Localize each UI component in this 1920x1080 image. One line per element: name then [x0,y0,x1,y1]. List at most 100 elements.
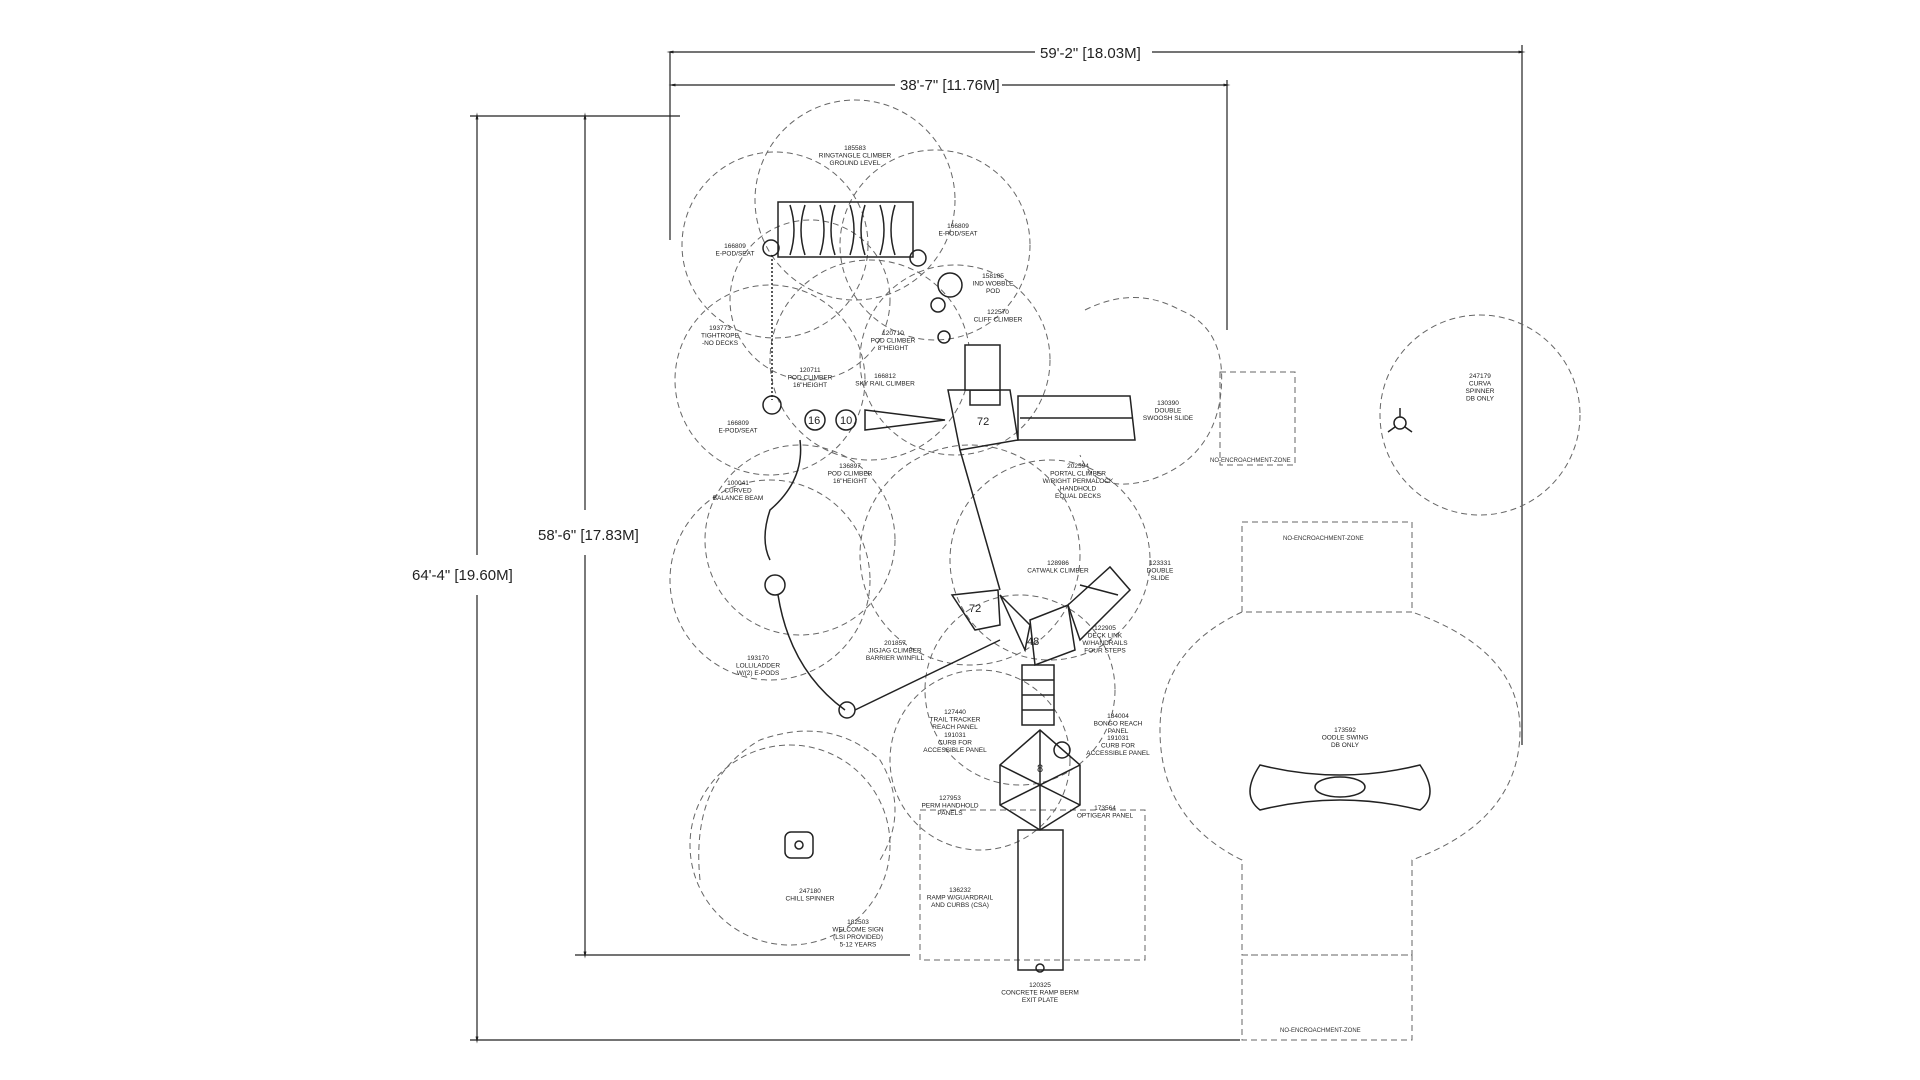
component-label-line: 120711 [799,367,821,374]
no-encroachment-zone-label-3: NO-ENCROACHMENT-ZONE [1280,1028,1361,1034]
component-label-line: OPTIGEAR PANEL [1077,813,1134,820]
component-label-line: SLIDE [1151,575,1170,582]
component-label-line: DOUBLE [1147,568,1174,575]
component-label-line: 136232 [949,887,971,894]
component-label-line: FOUR STEPS [1084,648,1126,655]
component-label-line: GROUND LEVEL [830,160,881,167]
component-label-line: -NO DECKS [702,340,739,347]
component-label-line: CHILL SPINNER [786,896,835,903]
component-label-line: IND WOBBLE [973,281,1014,288]
component-label-line: CONCRETE RAMP BERM [1001,990,1079,997]
component-label-line: JIGJAG CLIMBER [868,648,922,655]
component-label-line: PANEL [1108,728,1129,735]
component-label-line: ACCESSIBLE PANEL [1086,750,1150,757]
component-label-line: OODLE SWING [1322,735,1369,742]
component-label-line: E-POD/SEAT [939,231,978,238]
component-label-line: 193773 [709,325,731,332]
component-label-line: CURB FOR [938,740,972,747]
component-label-line: BONGO REACH [1094,721,1143,728]
component-label-line: BALANCE BEAM [713,495,764,502]
component-label-line: EQUAL DECKS [1055,493,1102,500]
component-label-line: 120325 [1029,982,1051,989]
component-label-line: HANDHOLD [1060,486,1097,493]
component-label-line: E-POD/SEAT [719,428,758,435]
component-label-line: 182503 [847,919,869,926]
component-label-line: POD [986,288,1000,295]
component-label-line: SWOOSH SLIDE [1143,415,1194,422]
component-label-line: 173592 [1334,727,1356,734]
no-encroachment-zone-shapes [919,371,1521,1041]
component-label-line: CLIFF CLIMBER [974,317,1023,324]
component-label-line: DECK LINK [1088,633,1123,640]
component-label-line: ACCESSIBLE PANEL [923,747,987,754]
component-label-line: PORTAL CLIMBER [1050,471,1106,478]
component-label-line: (LSI PROVIDED) [833,934,883,941]
component-label-line: 136897 [839,463,861,470]
deck-height-lower: 8 [1037,763,1043,775]
deck-height-pod-a: 16 [808,415,820,427]
component-label-line: CURVED [724,488,752,495]
component-label-line: 173564 [1094,805,1116,812]
component-label-line: 202594 [1067,463,1089,470]
component-label-line: 128986 [1047,560,1069,567]
component-label-line: W/(2) E-PODS [737,670,780,677]
component-label-line: 127440 [944,709,966,716]
component-label-line: RINGTANGLE CLIMBER [819,153,892,160]
overall-height-dimension: 64'-4" [19.60M] [412,567,513,584]
component-label-line: 191031 [944,732,966,739]
component-label-line: TRAIL TRACKER [930,717,981,724]
deck-height-mid: 72 [969,603,981,615]
component-label-line: 5-12 YEARS [840,942,877,949]
component-label-line: 166809 [724,243,746,250]
component-label-line: 130390 [1157,400,1179,407]
component-label-line: DB ONLY [1466,396,1495,403]
component-label-line: 247180 [799,888,821,895]
component-label-line: WELCOME SIGN [832,927,884,934]
component-label-line: CATWALK CLIMBER [1027,568,1089,575]
component-label-line: W/RIGHT PERMALOCK [1043,478,1114,485]
component-label-line: 122905 [1094,625,1116,632]
component-label-line: POD CLIMBER [871,338,916,345]
use-zone-circles [669,99,1581,946]
component-label-line: RAMP W/GUARDRAIL [927,895,994,902]
component-label-line: 247179 [1469,373,1491,380]
component-label-line: 166809 [947,223,969,230]
component-label-line: TIGHTROPE [701,333,740,340]
component-label-line: 123331 [1149,560,1171,567]
component-label-line: 16"HEIGHT [793,382,827,389]
component-label-line: REACH PANEL [932,724,978,731]
component-label-line: 158105 [982,273,1004,280]
component-label-line: 185583 [844,145,866,152]
component-label-line: DB ONLY [1331,742,1360,749]
overall-width-dimension: 59'-2" [18.03M] [1040,45,1141,62]
inner-height-dimension: 58'-6" [17.83M] [538,527,639,544]
component-label-line: 166812 [874,373,896,380]
deck-height-pod-b: 10 [840,415,852,427]
component-label-line: PERM HANDHOLD [921,803,978,810]
deck-height-link: 48 [1027,636,1039,648]
